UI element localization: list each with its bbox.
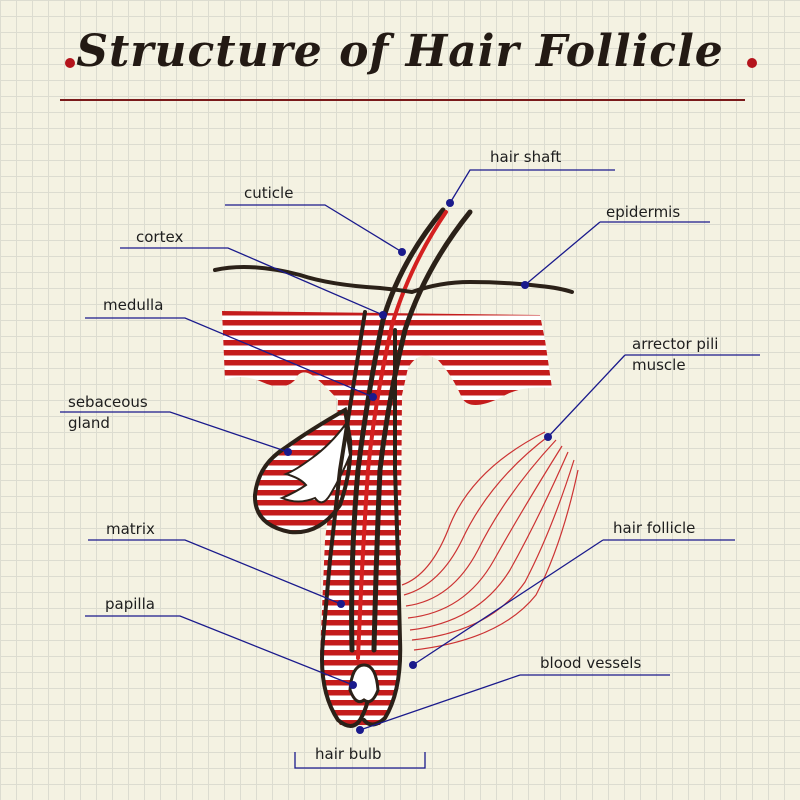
label-hair-follicle: hair follicle — [613, 519, 696, 537]
label-sebaceous-gland: gland — [68, 414, 110, 432]
papilla-cap — [348, 663, 380, 704]
label-hair-shaft: hair shaft — [490, 148, 562, 166]
label-arrector-pili-muscle: muscle — [632, 356, 686, 374]
sebaceous-duct — [279, 422, 352, 504]
leader-dots — [284, 199, 552, 734]
leader-lines — [60, 169, 760, 769]
title-dot-right — [747, 58, 757, 68]
epidermis-surface — [213, 264, 574, 295]
diagram-title: Structure of Hair Follicle — [76, 26, 724, 77]
label-cuticle: cuticle — [244, 184, 294, 202]
hair-shaft-outer-left — [349, 207, 446, 653]
arrector-pili-muscle — [401, 431, 579, 651]
hair-shaft-outer-right — [371, 209, 473, 653]
hair-medulla — [356, 210, 448, 660]
label-papilla: papilla — [105, 595, 155, 613]
label-blood-vessels: blood vessels — [540, 654, 642, 672]
label-epidermis: epidermis — [606, 203, 681, 221]
follicle-outline-right — [362, 328, 403, 727]
label-hair-bulb: hair bulb — [315, 745, 382, 763]
label-sebaceous: sebaceous — [68, 393, 148, 411]
dermis-layer — [222, 311, 552, 725]
label-cortex: cortex — [136, 228, 184, 246]
label-arrector-pili: arrector pili — [632, 335, 719, 353]
title-dot-left — [65, 58, 75, 68]
label-matrix: matrix — [106, 520, 155, 538]
label-medulla: medulla — [103, 296, 164, 314]
